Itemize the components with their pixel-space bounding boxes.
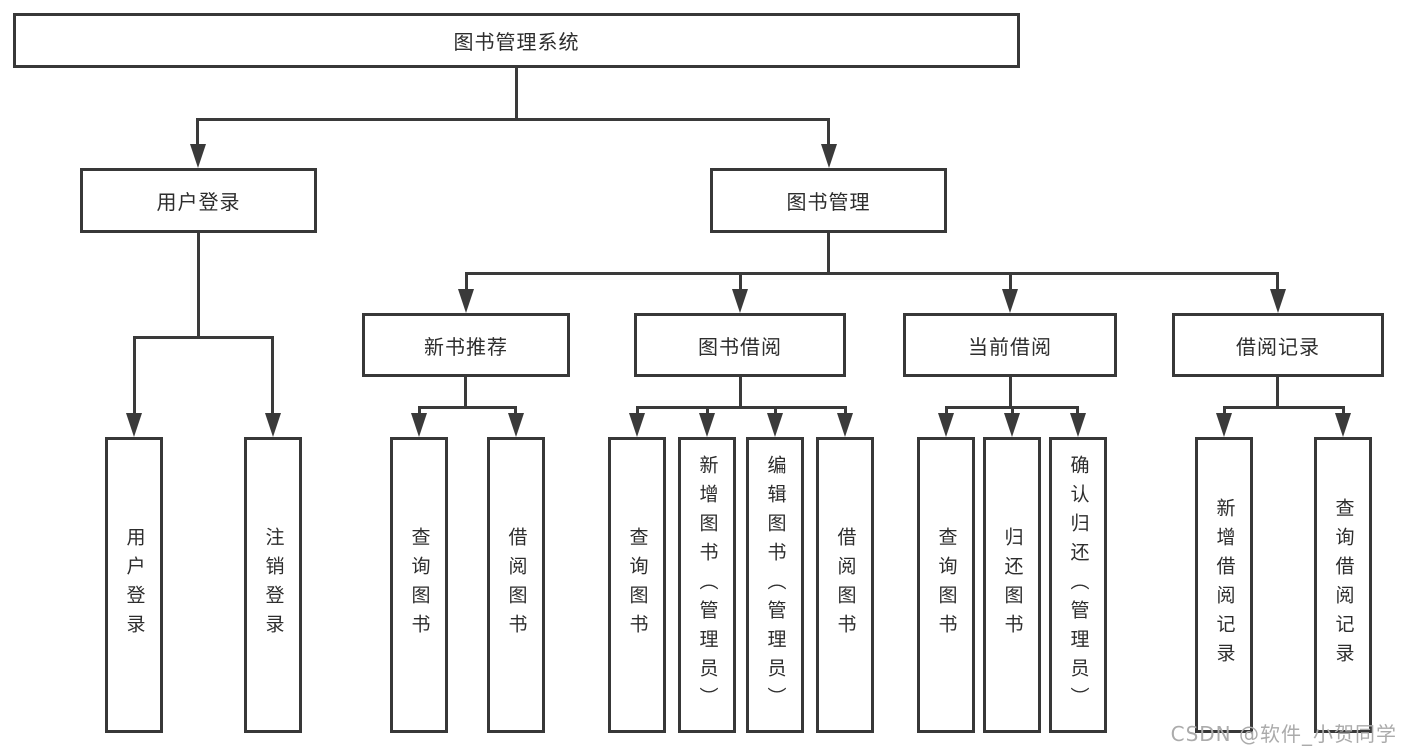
leaf-bb-query-book-label: 查询图书 bbox=[626, 527, 649, 643]
connector-current-borrow-stub bbox=[1009, 377, 1012, 406]
connector-leaf-stem bbox=[706, 406, 709, 418]
arrowhead-down-icon bbox=[821, 144, 837, 168]
connector-leaf-stem bbox=[1011, 406, 1014, 418]
node-user-login-label: 用户登录 bbox=[156, 190, 241, 214]
connector-new-book-rec-stub bbox=[464, 377, 467, 406]
arrowhead-down-icon bbox=[767, 413, 783, 437]
node-book-management: 图书管理 bbox=[710, 168, 947, 233]
connector-borrow-record-rail bbox=[1223, 406, 1344, 409]
node-new-book-recommendation: 新书推荐 bbox=[362, 313, 570, 377]
connector-user-login-rail bbox=[133, 336, 274, 339]
connector-book-borrow-stub bbox=[739, 377, 742, 406]
connector-leaf-stem bbox=[514, 406, 517, 418]
arrowhead-down-icon bbox=[411, 413, 427, 437]
leaf-br-add-record: 新增借阅记录 bbox=[1195, 437, 1253, 733]
leaf-bb-borrow-book-label: 借阅图书 bbox=[834, 527, 857, 643]
node-borrowing-records-label: 借阅记录 bbox=[1236, 334, 1320, 359]
leaf-cb-return-book-label: 归还图书 bbox=[1001, 527, 1024, 643]
node-borrowing-records: 借阅记录 bbox=[1172, 313, 1384, 377]
node-root-label: 图书管理系统 bbox=[453, 30, 580, 54]
leaf-bb-edit-book: 编辑图书（管理员） bbox=[746, 437, 804, 733]
arrowhead-down-icon bbox=[1270, 289, 1286, 313]
connector-level2-rail bbox=[196, 118, 829, 121]
csdn-watermark: CSDN @软件_小贺同学 bbox=[1170, 722, 1397, 746]
node-user-login: 用户登录 bbox=[80, 168, 317, 233]
connector-leaf-stem bbox=[636, 406, 639, 418]
connector-root-stub bbox=[515, 68, 518, 118]
leaf-rec-query-book-label: 查询图书 bbox=[408, 527, 431, 643]
leaf-cb-query-book: 查询图书 bbox=[917, 437, 975, 733]
arrowhead-down-icon bbox=[1216, 413, 1232, 437]
leaf-rec-borrow-book-label: 借阅图书 bbox=[505, 527, 528, 643]
arrowhead-down-icon bbox=[1335, 413, 1351, 437]
arrowhead-down-icon bbox=[732, 289, 748, 313]
leaf-bb-add-book: 新增图书（管理员） bbox=[678, 437, 736, 733]
connector-leaf-stem bbox=[844, 406, 847, 418]
leaf-cb-confirm-return: 确认归还（管理员） bbox=[1049, 437, 1107, 733]
node-book-management-label: 图书管理 bbox=[786, 190, 871, 214]
node-new-book-recommendation-label: 新书推荐 bbox=[424, 334, 508, 359]
connector-borrow-record-stub bbox=[1276, 377, 1279, 406]
leaf-br-query-record-label: 查询借阅记录 bbox=[1332, 498, 1355, 672]
connector-leaf-stem bbox=[1223, 406, 1226, 418]
node-book-borrowing: 图书借阅 bbox=[634, 313, 846, 377]
arrowhead-down-icon bbox=[837, 413, 853, 437]
connector-to-book-management bbox=[827, 118, 830, 148]
leaf-cb-confirm-return-label: 确认归还（管理员） bbox=[1067, 454, 1090, 716]
leaf-bb-add-book-label: 新增图书（管理员） bbox=[696, 454, 719, 716]
connector-to-user-login bbox=[196, 118, 199, 148]
node-current-borrowing-label: 当前借阅 bbox=[968, 334, 1052, 359]
leaf-bb-borrow-book: 借阅图书 bbox=[816, 437, 874, 733]
connector-to-logout-leaf bbox=[271, 336, 274, 416]
arrowhead-down-icon bbox=[265, 413, 281, 437]
connector-book-mgmt-stub bbox=[827, 233, 830, 272]
leaf-rec-borrow-book: 借阅图书 bbox=[487, 437, 545, 733]
connector-to-current-borrow bbox=[1009, 272, 1012, 292]
connector-to-borrow-record bbox=[1276, 272, 1279, 292]
leaf-logout: 注销登录 bbox=[244, 437, 302, 733]
connector-to-book-borrow bbox=[739, 272, 742, 292]
connector-to-new-book-rec bbox=[465, 272, 468, 292]
arrowhead-down-icon bbox=[1004, 413, 1020, 437]
leaf-user-login: 用户登录 bbox=[105, 437, 163, 733]
leaf-logout-label: 注销登录 bbox=[262, 527, 285, 643]
arrowhead-down-icon bbox=[126, 413, 142, 437]
connector-leaf-stem bbox=[1076, 406, 1079, 418]
leaf-br-add-record-label: 新增借阅记录 bbox=[1213, 498, 1236, 672]
connector-book-borrow-rail bbox=[636, 406, 846, 409]
connector-leaf-stem bbox=[945, 406, 948, 418]
connector-user-login-stub bbox=[197, 233, 200, 336]
arrowhead-down-icon bbox=[458, 289, 474, 313]
leaf-rec-query-book: 查询图书 bbox=[390, 437, 448, 733]
connector-leaf-stem bbox=[1342, 406, 1345, 418]
leaf-bb-query-book: 查询图书 bbox=[608, 437, 666, 733]
connector-leaf-stem bbox=[774, 406, 777, 418]
arrowhead-down-icon bbox=[508, 413, 524, 437]
leaf-cb-return-book: 归还图书 bbox=[983, 437, 1041, 733]
connector-leaf-stem bbox=[418, 406, 421, 418]
node-root: 图书管理系统 bbox=[13, 13, 1020, 68]
arrowhead-down-icon bbox=[190, 144, 206, 168]
node-book-borrowing-label: 图书借阅 bbox=[698, 334, 782, 359]
node-current-borrowing: 当前借阅 bbox=[903, 313, 1117, 377]
arrowhead-down-icon bbox=[938, 413, 954, 437]
leaf-user-login-label: 用户登录 bbox=[123, 527, 146, 643]
leaf-cb-query-book-label: 查询图书 bbox=[935, 527, 958, 643]
leaf-br-query-record: 查询借阅记录 bbox=[1314, 437, 1372, 733]
connector-level3-rail bbox=[465, 272, 1279, 275]
connector-new-book-rec-rail bbox=[418, 406, 517, 409]
connector-to-login-leaf bbox=[133, 336, 136, 416]
arrowhead-down-icon bbox=[1002, 289, 1018, 313]
leaf-bb-edit-book-label: 编辑图书（管理员） bbox=[764, 454, 787, 716]
arrowhead-down-icon bbox=[629, 413, 645, 437]
arrowhead-down-icon bbox=[1070, 413, 1086, 437]
arrowhead-down-icon bbox=[699, 413, 715, 437]
